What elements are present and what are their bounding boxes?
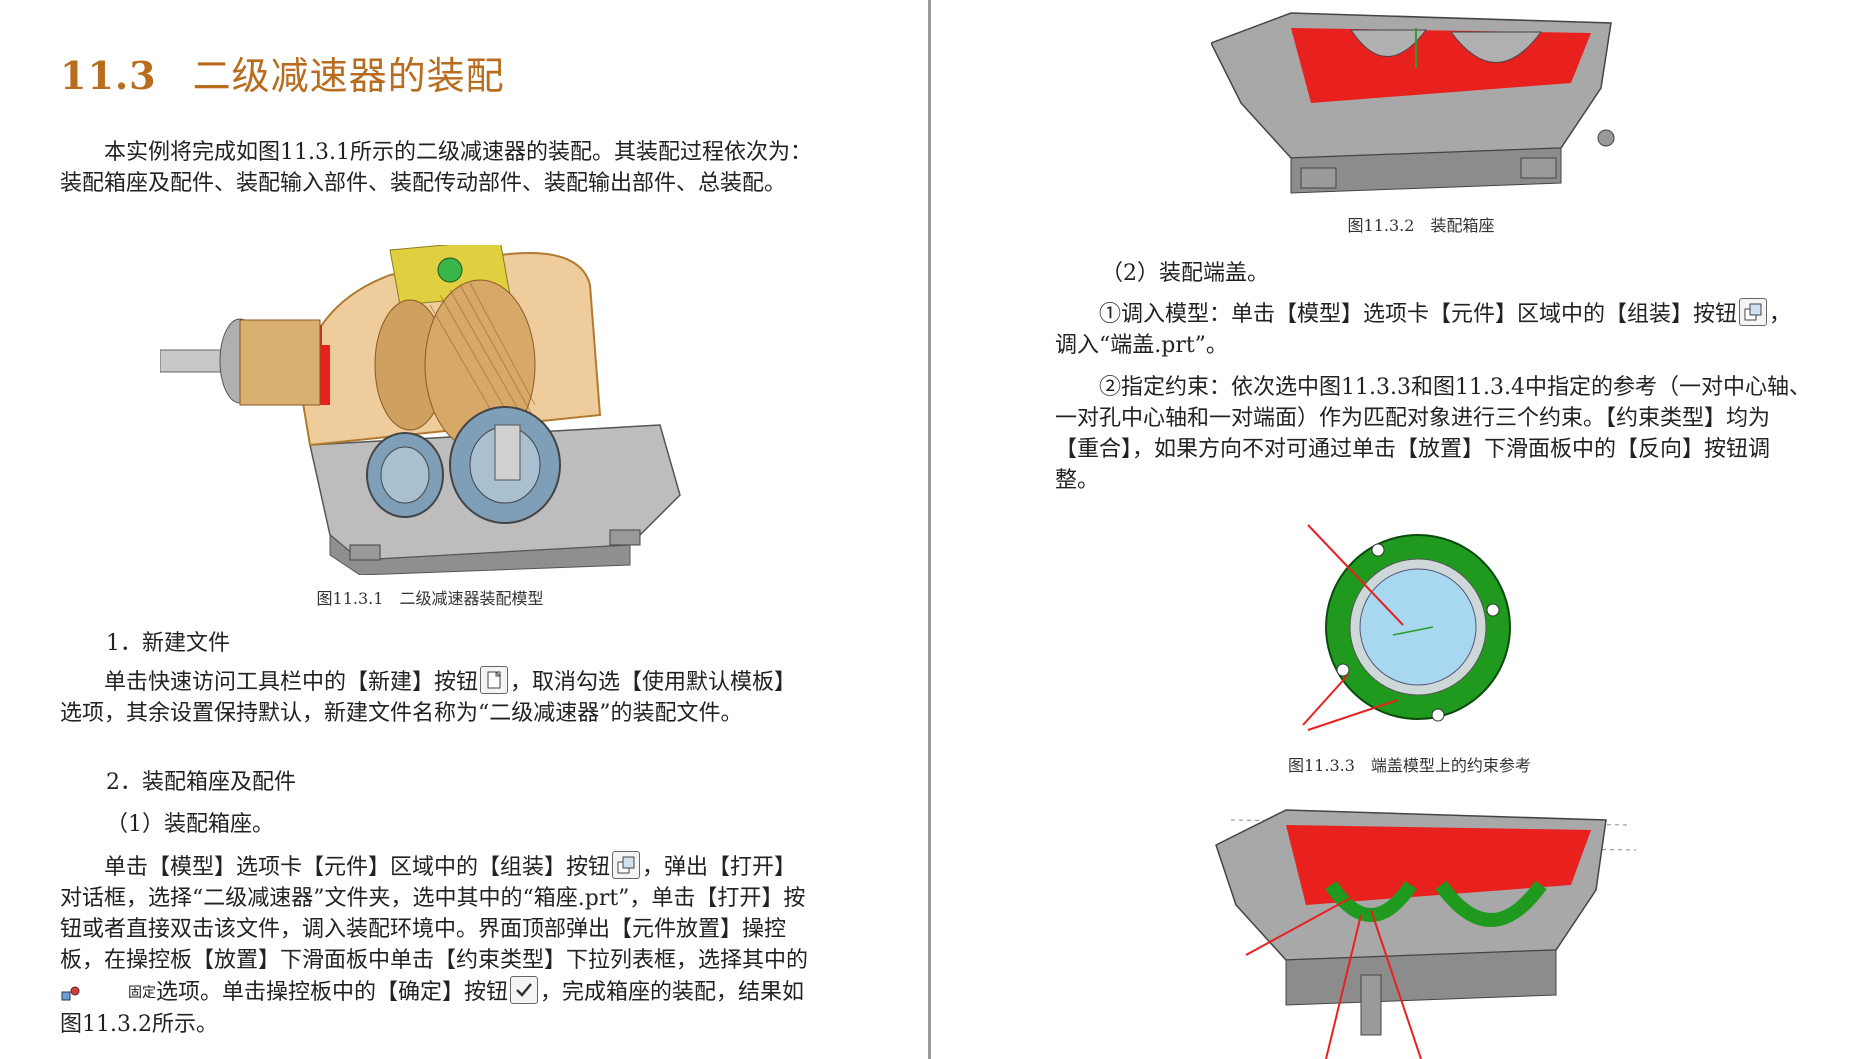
step2-heading: 2．装配箱座及配件 <box>106 770 296 795</box>
new-file-icon[interactable] <box>480 666 509 694</box>
step1-text-b: ，取消勾选【使用默认模板】选项，其余设置保持默认，新建文件名称为“二级减速器”的… <box>60 670 797 726</box>
fixed-option[interactable]: 固定 <box>60 978 156 1009</box>
reducer-assembly-model-image <box>160 245 681 575</box>
section-heading: 11.3 二级减速器的装配 <box>60 45 505 100</box>
step1-text-a: 单击快速访问工具栏中的【新建】按钮 <box>104 670 479 695</box>
figure-caption-11-3-2: 图11.3.2 装配箱座 <box>1347 216 1495 235</box>
step-b-paragraph: ②指定约束：依次选中图11.3.3和图11.3.4中指定的参考（一对中心轴、一对… <box>1055 375 1811 493</box>
sub1-text-a: 单击【模型】选项卡【元件】区域中的【组装】按钮 <box>104 855 611 880</box>
step1-paragraph: 单击快速访问工具栏中的【新建】按钮，取消勾选【使用默认模板】选项，其余设置保持默… <box>60 666 812 729</box>
housing-constraint-model-image <box>1215 809 1637 1059</box>
fixed-constraint-icon <box>61 986 80 1001</box>
sub1-text-b: ，弹出【打开】对话框，选择“二级减速器”文件夹，选中其中的“箱座.prt”，单击… <box>60 855 809 973</box>
step-a-paragraph: ①调入模型：单击【模型】选项卡【元件】区域中的【组装】按钮，调入“端盖.prt”… <box>1055 298 1811 361</box>
sub1-heading: （1）装配箱座。 <box>106 812 274 837</box>
step1-heading: 1．新建文件 <box>106 631 230 656</box>
end-cover-model-image <box>1302 524 1511 731</box>
sub1-paragraph: 单击【模型】选项卡【元件】区域中的【组装】按钮，弹出【打开】对话框，选择“二级减… <box>60 851 812 1040</box>
right-page: 图11.3.2 装配箱座 （2）装配端盖。 ①调入模型：单击【模型】选项卡【元件… <box>933 0 1854 1059</box>
sub1-text-c: 选项。单击操控板中的【确定】按钮 <box>156 980 509 1005</box>
page-divider <box>928 0 931 1059</box>
section-number: 11.3 <box>60 53 157 98</box>
step-a-text-a: ①调入模型：单击【模型】选项卡【元件】区域中的【组装】按钮 <box>1099 302 1738 327</box>
step-a-text-b: ，调入“端盖.prt”。 <box>1055 302 1792 358</box>
fixed-option-label: 固定 <box>128 984 156 1001</box>
sub2-heading: （2）装配端盖。 <box>1101 261 1269 286</box>
section-title: 二级减速器的装配 <box>192 54 505 98</box>
assemble-icon[interactable] <box>612 851 641 879</box>
left-page: 11.3 二级减速器的装配 本实例将完成如图11.3.1所示的二级减速器的装配。其… <box>60 45 812 1040</box>
assemble-icon-2[interactable] <box>1739 298 1768 326</box>
figure-caption-11-3-3: 图11.3.3 端盖模型上的约束参考 <box>1288 756 1531 775</box>
figure-caption-11-3-1: 图11.3.1 二级减速器装配模型 <box>316 589 544 608</box>
sub1-text-d: ，完成箱座的装配，结果如图11.3.2所示。 <box>60 980 805 1037</box>
checkmark-icon[interactable] <box>510 976 539 1004</box>
housing-model-image <box>1211 12 1615 194</box>
intro-paragraph: 本实例将完成如图11.3.1所示的二级减速器的装配。其装配过程依次为：装配箱座及… <box>60 140 812 196</box>
